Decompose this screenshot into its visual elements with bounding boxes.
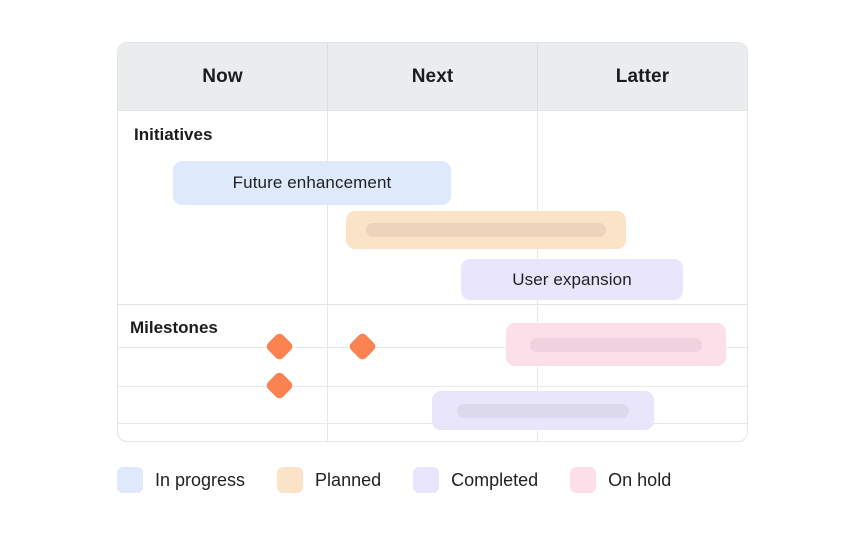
legend-swatch-planned: [277, 467, 304, 493]
roadmap-bar-label: Future enhancement: [232, 173, 392, 192]
column-header-latter-label: Latter: [615, 65, 670, 87]
bar-skeleton-placeholder: [457, 403, 629, 418]
board-header-row: Now Next Latter: [118, 43, 747, 111]
column-header-next[interactable]: Next: [327, 43, 537, 110]
legend: In progress Planned Completed On hold: [117, 464, 703, 496]
legend-swatch-completed: [413, 467, 440, 493]
legend-swatch-on-hold: [570, 467, 597, 493]
legend-swatch-in-progress: [117, 467, 143, 493]
legend-item-planned[interactable]: Planned: [277, 467, 381, 493]
section-divider: [118, 304, 747, 305]
bar-skeleton-placeholder: [366, 223, 606, 237]
roadmap-bar-future-enhancement[interactable]: Future enhancement: [173, 161, 451, 205]
milestone-row-line-2: [118, 386, 747, 387]
milestone-row-line-1: [118, 347, 747, 348]
column-header-latter[interactable]: Latter: [537, 43, 747, 110]
column-header-now[interactable]: Now: [118, 43, 327, 110]
bar-skeleton-placeholder: [530, 337, 702, 352]
roadmap-bar-on-hold[interactable]: [506, 323, 726, 366]
roadmap-bar-completed[interactable]: [432, 391, 654, 430]
legend-label: Planned: [315, 469, 382, 490]
roadmap-bar-user-expansion[interactable]: User expansion: [461, 259, 683, 300]
legend-label: In progress: [155, 469, 246, 490]
section-label-milestones[interactable]: Milestones: [130, 318, 218, 337]
legend-item-in-progress[interactable]: In progress: [117, 467, 245, 493]
roadmap-bar-label: User expansion: [512, 269, 632, 289]
column-header-next-label: Next: [411, 65, 454, 87]
roadmap-board: Now Next Latter: [117, 42, 748, 442]
column-header-now-label: Now: [202, 65, 243, 87]
roadmap-bar-planned[interactable]: [346, 211, 626, 249]
section-label-initiatives[interactable]: Initiatives: [134, 125, 213, 144]
legend-item-completed[interactable]: Completed: [413, 467, 538, 493]
legend-item-on-hold[interactable]: On hold: [570, 467, 671, 493]
legend-label: Completed: [451, 469, 539, 490]
legend-label: On hold: [608, 469, 672, 490]
